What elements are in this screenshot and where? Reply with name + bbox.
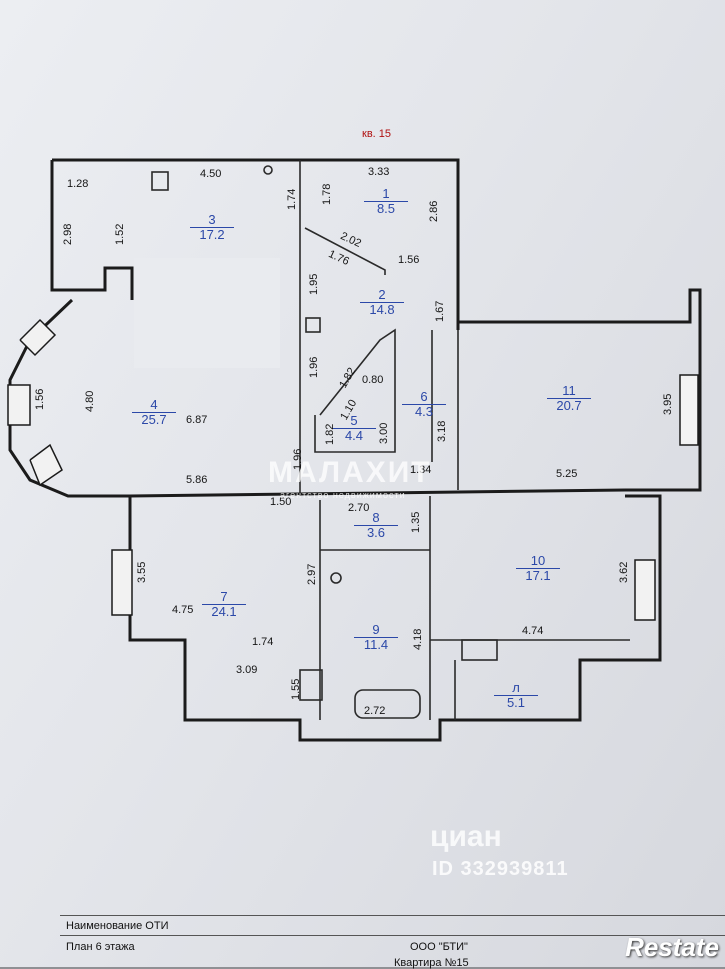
wall-lower [128,494,662,742]
dim-label: 1.78 [321,183,333,205]
restate-logo: Restate [625,932,719,962]
dim-label: 1.67 [434,300,446,322]
window-room-10 [634,559,656,621]
dim-label: 2.70 [348,502,370,514]
stairs-icon [461,639,498,661]
dim-label: 5.86 [186,474,208,486]
bathtub [354,689,421,719]
dim-label: 1.34 [410,464,432,476]
dim-label: 5.25 [556,468,578,480]
footer-org: ООО "БТИ" [410,941,468,953]
footer-name-label: Наименование ОТИ [66,920,169,932]
dim-label: 1.96 [308,356,320,378]
dim-label: 1.56 [398,254,420,266]
footer-rule [60,915,725,916]
wall-left-upper [50,160,134,300]
footer-apartment: Квартира №15 [394,957,469,969]
dim-label: 1.52 [114,223,126,245]
dim-label: 3.00 [378,422,390,444]
dim-label: 3.18 [436,420,448,442]
dim-label: 1.35 [410,511,422,533]
dim-label: 2.86 [428,200,440,222]
window-room-7 [111,549,133,616]
dim-label: 1.55 [290,678,302,700]
dim-label: 0.80 [362,374,384,386]
stairs-icon-2 [299,669,323,701]
dim-label: 4.74 [522,625,544,637]
apartment-label: кв. 15 [362,128,392,140]
wall-right-wing [458,288,702,492]
wall-top [52,158,460,330]
dim-label: 6.87 [186,414,208,426]
dim-label: 4.50 [200,168,222,180]
dim-label: 1.74 [252,636,274,648]
cian-logo: циан [430,820,502,853]
dim-label: 2.98 [62,223,74,245]
dim-label: 3.33 [368,166,390,178]
dim-label: 4.75 [172,604,194,616]
dim-label: 1.95 [308,273,320,295]
dim-label: 1.74 [286,188,298,210]
dim-label: 1.50 [270,496,292,508]
dim-label: 2.72 [364,705,386,717]
dim-label: 1.56 [34,388,46,410]
column [305,317,321,333]
dim-label: 3.95 [662,393,674,415]
stove-icon [151,171,169,191]
footer-rule-2 [60,935,725,936]
window-bay-3 [29,443,63,487]
sink-icon [263,165,273,175]
window-bay-1 [19,318,57,357]
dim-label: 3.09 [236,664,258,676]
dim-label: 3.55 [136,561,148,583]
window-room-11 [679,374,699,446]
dim-label: 4.80 [84,390,96,412]
redaction-patch [134,258,280,368]
dim-label: 2.97 [306,563,318,585]
toilet-icon [330,572,342,584]
dim-label: 1.82 [324,423,336,445]
footer-plan-label: План 6 этажа [66,941,135,953]
malakhit-watermark: МАЛАХИТ [268,456,432,489]
dim-label: 4.18 [412,628,424,650]
wall-mid [129,488,626,498]
dim-label: 1.28 [67,178,89,190]
cian-id: ID 332939811 [432,858,569,880]
dim-label: 3.62 [618,561,630,583]
window-bay-2 [7,384,31,426]
malakhit-watermark-sub: агентство недвижимости [280,490,406,500]
